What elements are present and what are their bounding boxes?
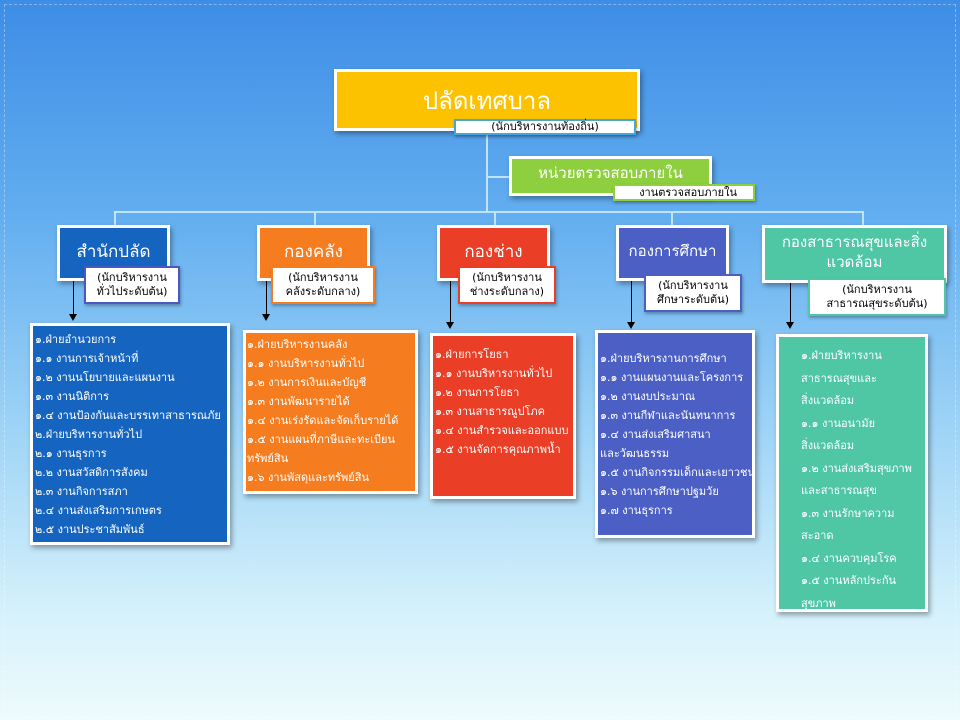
list-item: ๑.๒ งานนโยบายและแผนงาน <box>35 371 175 384</box>
connector-drop-2 <box>314 211 316 227</box>
list-item: ๑.ฝ่ายบริหารงานคลัง <box>247 338 348 351</box>
list-item: ทรัพย์สิน <box>247 452 289 465</box>
list-item: ๑.๕ งานแผนที่ภาษีและทะเบียน <box>247 433 395 446</box>
dept-engineering-subtitle-line1: (นักบริหารงาน <box>472 271 542 284</box>
list-item: ๑.๔ งานควบคุมโรค <box>801 551 897 565</box>
list-item: ๑.๑ งานการเจ้าหน้าที่ <box>35 352 139 365</box>
list-item: ๑.๖ งานพัสดุและทรัพย์สิน <box>247 471 369 484</box>
list-item: สุขภาพ <box>801 596 836 610</box>
dept-office-title: สำนักปลัด <box>76 241 151 262</box>
dept-education-subtitle: (นักบริหารงานศึกษาระดับต้น) <box>644 274 742 312</box>
mayor-clerk-title: ปลัดเทศบาล <box>422 86 552 115</box>
list-item: สิ่งแวดล้อม <box>801 439 855 452</box>
list-item: ๑.๓ งานสาธารณูปโภค <box>435 405 545 418</box>
list-item: ๑.๗ งานธุรการ <box>600 504 673 517</box>
list-item: ๑.๔ งานสำรวจและออกแบบ <box>435 424 569 437</box>
list-item: ๑.ฝ่ายการโยธา <box>435 348 509 361</box>
dept-engineering-list: ๑.ฝ่ายการโยธา ๑.๑ งานบริหารงานทั่วไป ๑.๒… <box>435 345 571 459</box>
list-item: ๑.๑ งานบริหารงานทั่วไป <box>435 367 553 380</box>
connector-drop-1 <box>114 211 116 227</box>
list-item: ๑.๓ งานนิติการ <box>35 390 109 403</box>
list-item: ๒.๔ งานส่งเสริมการเกษตร <box>35 504 162 517</box>
list-item: และวัฒนธรรม <box>600 447 670 460</box>
list-item: ๑.๔ งานป้องกันและบรรเทาสาธารณภัย <box>35 409 221 422</box>
dept-public-health-subtitle: (นักบริหารงานสาธารณสุขระดับต้น) <box>808 278 946 316</box>
slide-frame <box>4 4 956 718</box>
list-item: ๑.๓ งานกีฬาและนันทนาการ <box>600 409 736 422</box>
audit-unit-subtitle: งานตรวจสอบภายใน <box>613 184 755 201</box>
dept-education-subtitle-line2: ศึกษาระดับต้น) <box>657 293 729 306</box>
connector-drop-5 <box>862 211 864 227</box>
list-item: และสาธารณสุข <box>801 484 877 497</box>
list-item: ๑.๒ งานการโยธา <box>435 386 520 399</box>
list-item: ๑.ฝ่ายบริหารงาน <box>801 349 882 362</box>
dept-finance-subtitle-line1: (นักบริหารงาน <box>288 271 358 284</box>
dept-office-panel: ๑.ฝ่ายอำนวยการ ๑.๑ งานการเจ้าหน้าที่ ๑.๒… <box>30 323 230 545</box>
dept-office-subtitle: (นักบริหารงานทั่วไประดับต้น) <box>84 266 180 304</box>
dept-public-health-panel: ๑.ฝ่ายบริหารงาน สาธารณสุขและ สิ่งแวดล้อม… <box>776 334 928 612</box>
dept-education-title: กองการศึกษา <box>628 242 717 260</box>
dept-engineering-subtitle-line2: ช่างระดับกลาง) <box>469 285 545 298</box>
list-item: ๑.ฝ่ายอำนวยการ <box>35 333 117 346</box>
list-item: ๑.๒ งานส่งเสริมสุขภาพ <box>801 461 912 475</box>
dept-finance-title: กองคลัง <box>284 241 343 262</box>
dept-office-arrow <box>69 281 77 321</box>
audit-unit-title: หน่วยตรวจสอบภายใน <box>538 164 683 182</box>
list-item: ๑.๓ งานรักษาความ <box>801 506 895 520</box>
list-item: ๑.๒ งานการเงินและบัญชี <box>247 376 367 389</box>
connector-top <box>486 134 488 212</box>
dept-public-health-arrow <box>786 283 794 329</box>
dept-education-box: กองการศึกษา <box>616 225 729 281</box>
dept-finance-subtitle: (นักบริหารงานคลังระดับกลาง) <box>271 266 375 304</box>
list-item: ๒.๓ งานกิจการสภา <box>35 485 128 498</box>
dept-education-arrow <box>627 281 635 329</box>
dept-finance-arrow <box>262 281 270 321</box>
dept-office-list: ๑.ฝ่ายอำนวยการ ๑.๑ งานการเจ้าหน้าที่ ๑.๒… <box>35 330 225 539</box>
dept-public-health-title: กองสาธารณสุขและสิ่งแวดล้อม <box>781 233 928 271</box>
dept-education-panel: ๑.ฝ่ายบริหารงานการศึกษา ๑.๑ งานแผนงานและ… <box>595 330 755 538</box>
list-item: ๑.๕ งานหลักประกัน <box>801 574 896 587</box>
list-item: ๑.๑ งานบริหารงานทั่วไป <box>247 357 365 370</box>
dept-engineering-panel: ๑.ฝ่ายการโยธา ๑.๑ งานบริหารงานทั่วไป ๑.๒… <box>430 333 576 499</box>
dept-education-subtitle-line1: (นักบริหารงาน <box>658 279 728 292</box>
list-item: ๒.๕ งานประชาสัมพันธ์ <box>35 523 145 536</box>
list-item: ๑.๑ งานอนามัย <box>801 416 876 430</box>
connector-bus <box>114 211 864 213</box>
dept-education-list: ๑.ฝ่ายบริหารงานการศึกษา ๑.๑ งานแผนงานและ… <box>600 349 755 520</box>
dept-public-health-subtitle-line1: (นักบริหารงาน <box>842 283 912 296</box>
list-item: ๒.๒ งานสวัสดิการสังคม <box>35 466 148 479</box>
list-item: ๑.๔ งานส่งเสริมศาสนา <box>600 428 711 441</box>
connector-drop-3 <box>494 211 496 227</box>
list-item: สาธารณสุขและ <box>801 371 877 385</box>
dept-finance-panel: ๑.ฝ่ายบริหารงานคลัง ๑.๑ งานบริหารงานทั่ว… <box>243 330 418 494</box>
list-item: ๑.๖ งานการศึกษาปฐมวัย <box>600 485 719 498</box>
list-item: ๑.๕ งานกิจกรรมเด็กและเยาวชน <box>600 466 755 479</box>
dept-engineering-subtitle: (นักบริหารงานช่างระดับกลาง) <box>458 266 556 304</box>
dept-office-subtitle-line2: ทั่วไประดับต้น) <box>96 285 168 298</box>
list-item: ๑.ฝ่ายบริหารงานการศึกษา <box>600 352 727 365</box>
mayor-clerk-subtitle: (นักบริหารงานท้องถิ่น) <box>454 119 636 135</box>
dept-engineering-title: กองช่าง <box>464 241 523 262</box>
list-item: ๑.๔ งานเร่งรัดและจัดเก็บรายได้ <box>247 414 399 427</box>
connector-drop-4 <box>671 211 673 227</box>
list-item: ๑.๓ งานพัฒนารายได้ <box>247 395 350 408</box>
list-item: ๑.๕ งานจัดการคุณภาพน้ำ <box>435 443 561 456</box>
list-item: ๒.ฝ่ายบริหารงานทั่วไป <box>35 428 143 441</box>
dept-finance-subtitle-line2: คลังระดับกลาง) <box>285 285 361 298</box>
list-item: ๑.๒ งานงบประมาณ <box>600 390 696 403</box>
dept-public-health-box: กองสาธารณสุขและสิ่งแวดล้อม <box>762 225 947 283</box>
dept-finance-list: ๑.ฝ่ายบริหารงานคลัง ๑.๑ งานบริหารงานทั่ว… <box>247 335 414 487</box>
list-item: สิ่งแวดล้อม <box>801 394 855 407</box>
list-item: ๑.๑ งานแผนงานและโครงการ <box>600 371 744 384</box>
list-item: ๒.๑ งานธุรการ <box>35 447 107 460</box>
dept-office-subtitle-line1: (นักบริหารงาน <box>97 271 167 284</box>
dept-public-health-list: ๑.ฝ่ายบริหารงาน สาธารณสุขและ สิ่งแวดล้อม… <box>801 345 919 610</box>
list-item: สะอาด <box>801 529 834 542</box>
dept-public-health-subtitle-line2: สาธารณสุขระดับต้น) <box>826 297 928 310</box>
connector-audit <box>486 176 510 178</box>
dept-engineering-arrow <box>446 281 454 329</box>
